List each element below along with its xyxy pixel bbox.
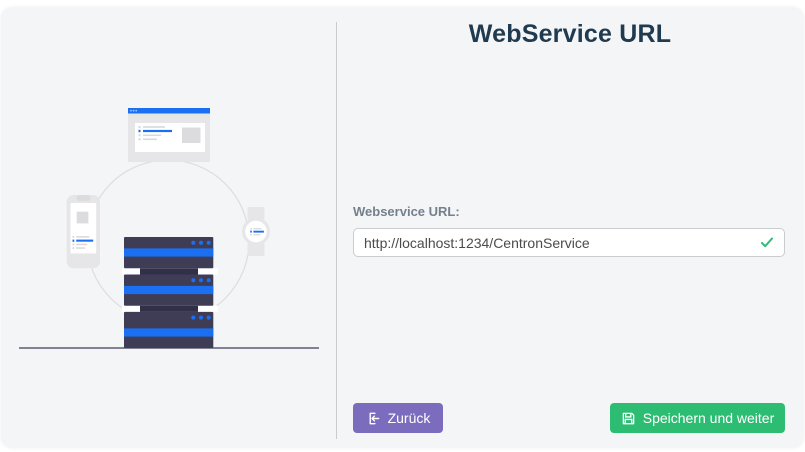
save-floppy-icon (622, 412, 635, 424)
webservice-url-field-wrap (353, 228, 785, 257)
box-arrow-in-left-icon (369, 412, 379, 424)
form-panel: WebService URL Webservice URL: Zurück Sp… (337, 8, 803, 447)
back-button-label: Zurück (387, 410, 431, 426)
devices-server-illustration (19, 108, 319, 349)
setup-card: WebService URL Webservice URL: Zurück Sp… (2, 8, 803, 447)
webservice-url-input[interactable] (353, 228, 785, 257)
smartphone-icon (66, 195, 100, 269)
webservice-url-label: Webservice URL: (353, 204, 460, 219)
server-rack-icon (122, 237, 218, 348)
panel-divider (336, 22, 337, 439)
check-icon (761, 237, 773, 248)
save-button[interactable]: Speichern und weiter (610, 403, 785, 433)
browser-window-icon (128, 108, 210, 162)
save-button-label: Speichern und weiter (642, 410, 775, 426)
back-button[interactable]: Zurück (353, 403, 443, 433)
illustration-panel (2, 8, 336, 447)
smartwatch-icon (242, 207, 270, 256)
page-title: WebService URL (468, 20, 672, 48)
